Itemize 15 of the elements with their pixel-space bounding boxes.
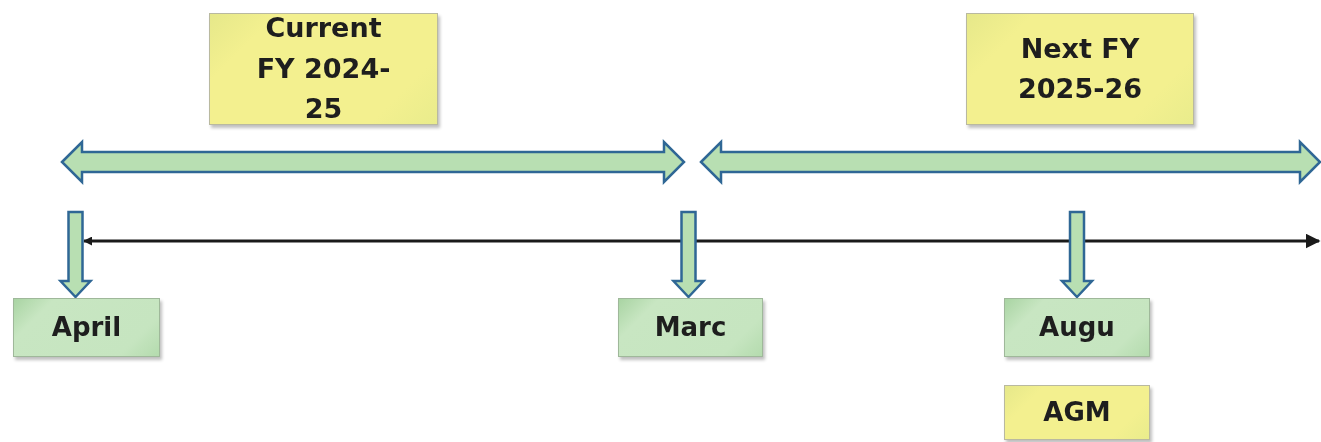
month-box bbox=[13, 298, 160, 357]
down-arrow bbox=[1059, 210, 1095, 299]
box-label: Current FY 2024-25 bbox=[255, 11, 392, 127]
period-box bbox=[966, 13, 1194, 125]
down-arrow bbox=[57, 210, 94, 299]
box-label: Augu bbox=[1039, 311, 1115, 344]
down-arrow bbox=[670, 210, 707, 299]
month-box bbox=[618, 298, 763, 357]
month-box bbox=[1004, 298, 1150, 357]
box-label: April bbox=[51, 311, 122, 344]
event-box bbox=[1004, 385, 1150, 440]
box-label: AGM bbox=[1043, 396, 1111, 429]
box-label: Next FY 2025-26 bbox=[1017, 31, 1143, 106]
box-label: Marc bbox=[654, 311, 727, 344]
period-box bbox=[209, 13, 438, 125]
